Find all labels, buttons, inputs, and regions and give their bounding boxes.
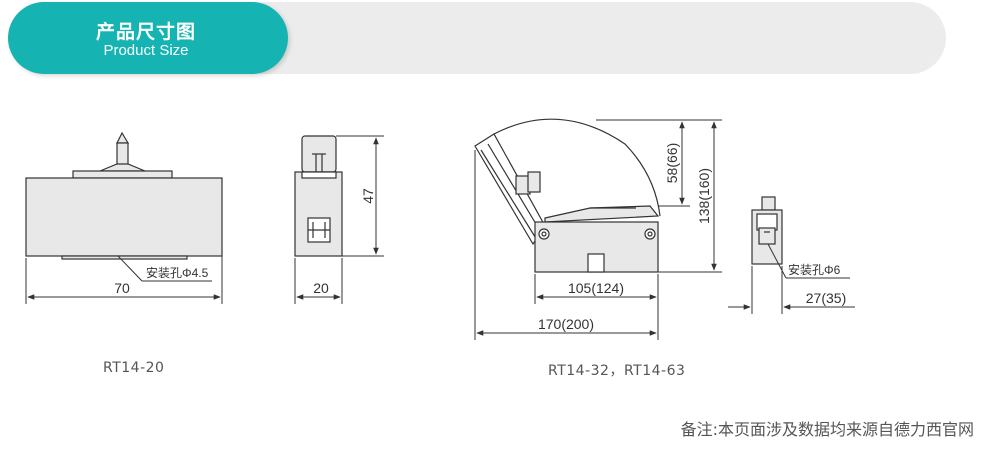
model-label-rt14-32-63: RT14-32，RT14-63 [548, 363, 686, 379]
rt14-20-side-dimension-lines [294, 135, 384, 304]
rt14-32-63-mount-hole-label: 安装孔Φ6 [788, 262, 841, 277]
rt14-20-dimension-lines [25, 255, 223, 304]
rt14-20-front-view [25, 131, 223, 260]
rt14-32-63-top-dim: 58(66) [664, 143, 680, 183]
rt14-32-63-height-dim: 138(160) [696, 168, 712, 224]
rt14-32-63-depth-dim: 27(35) [806, 290, 846, 306]
footnote: 备注:本页面涉及数据均来源自德力西官网 [680, 420, 974, 439]
rt14-32-63-base-dim: 105(124) [568, 280, 624, 296]
section-title-cn: 产品尺寸图 [95, 21, 196, 43]
rt14-20-side-view [294, 135, 343, 257]
rt14-32-63-dimension-lines [474, 119, 722, 340]
rt14-20-width-dim: 70 [114, 280, 130, 296]
rt14-32-63-side-view [751, 196, 783, 265]
rt14-20-mount-hole-label: 安装孔Φ4.5 [146, 265, 209, 280]
section-title-pill: 产品尺寸图 Product Size [8, 2, 288, 74]
rt14-32-63-total-dim: 170(200) [538, 316, 594, 332]
rt14-32-63-side-dimension-lines [728, 243, 855, 314]
rt14-20-depth-dim: 20 [313, 280, 329, 296]
rt14-32-63-front-view [474, 118, 661, 273]
section-title-en: Product Size [103, 42, 189, 59]
rt14-20-height-dim: 47 [360, 188, 376, 204]
model-label-rt14-20: RT14-20 [103, 360, 165, 376]
